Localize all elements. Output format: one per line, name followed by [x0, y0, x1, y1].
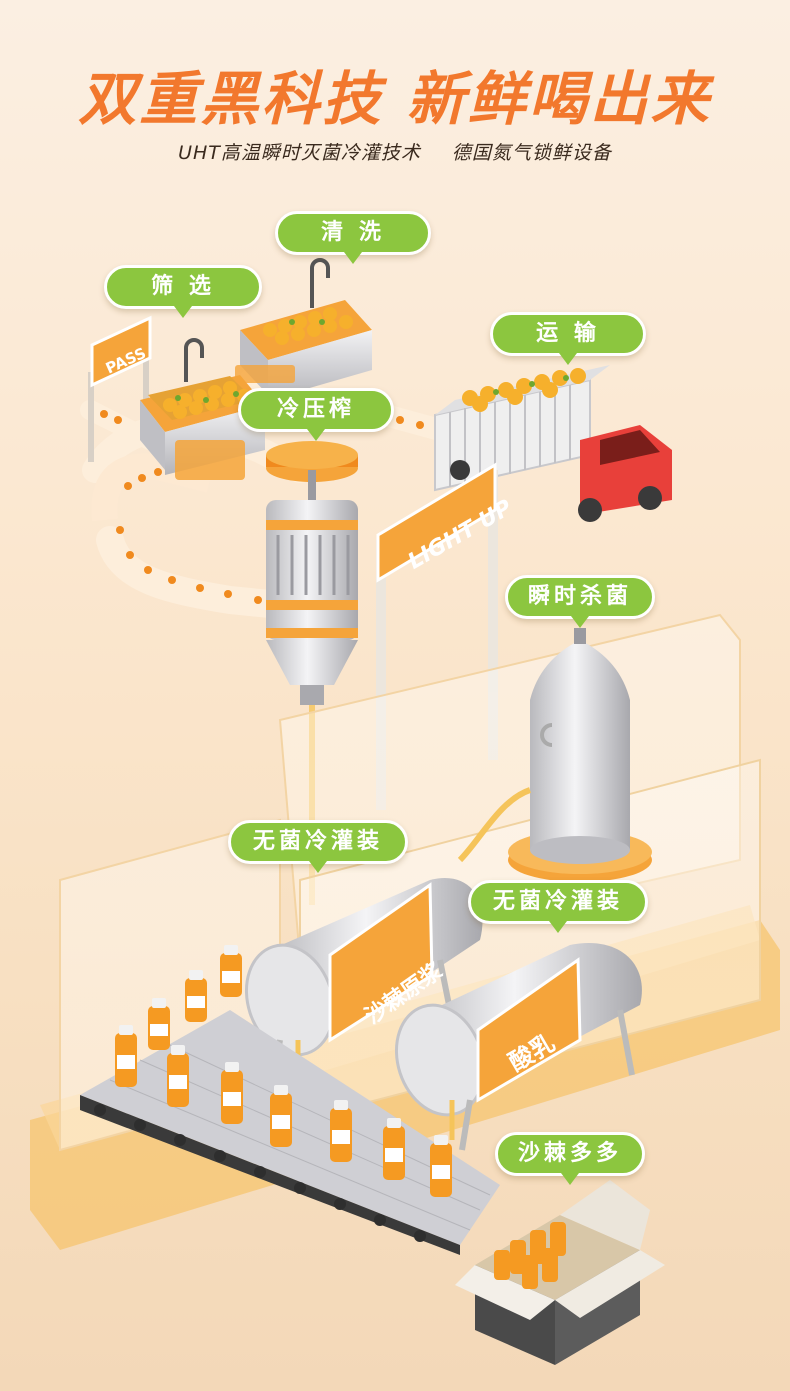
page-subtitle: UHT高温瞬时灭菌冷灌技术 德国氮气锁鲜设备	[0, 138, 790, 165]
yogurt-tank	[394, 943, 642, 1151]
washing-machine	[235, 258, 372, 400]
bottles	[115, 945, 452, 1197]
sterilization-tank	[457, 628, 652, 882]
step-tag-transport: 运 输	[490, 312, 646, 365]
step-tag-cold-press: 冷压榨	[238, 388, 394, 441]
step-tag-wash: 清 洗	[275, 211, 431, 264]
step-tag-screen: 筛 选	[104, 265, 262, 318]
light-up-gate	[376, 462, 498, 810]
cold-press-machine	[266, 441, 358, 905]
subtitle-uht: UHT高温瞬时灭菌冷灌技术	[178, 142, 421, 164]
subtitle-nitrogen: 德国氮气锁鲜设备	[451, 142, 612, 164]
page-title: 双重黑科技 新鲜喝出来	[78, 65, 712, 133]
screening-machine	[140, 338, 265, 480]
step-tag-aseptic-fill-1: 无菌冷灌装	[228, 820, 408, 873]
step-tag-product: 沙棘多多	[495, 1132, 645, 1185]
shipping-box	[455, 1180, 665, 1365]
pass-gate	[88, 315, 152, 462]
step-tag-aseptic-fill-2: 无菌冷灌装	[468, 880, 648, 933]
step-tag-sterilize: 瞬时杀菌	[505, 575, 655, 628]
juice-tank	[244, 878, 483, 1101]
delivery-truck	[434, 365, 672, 522]
